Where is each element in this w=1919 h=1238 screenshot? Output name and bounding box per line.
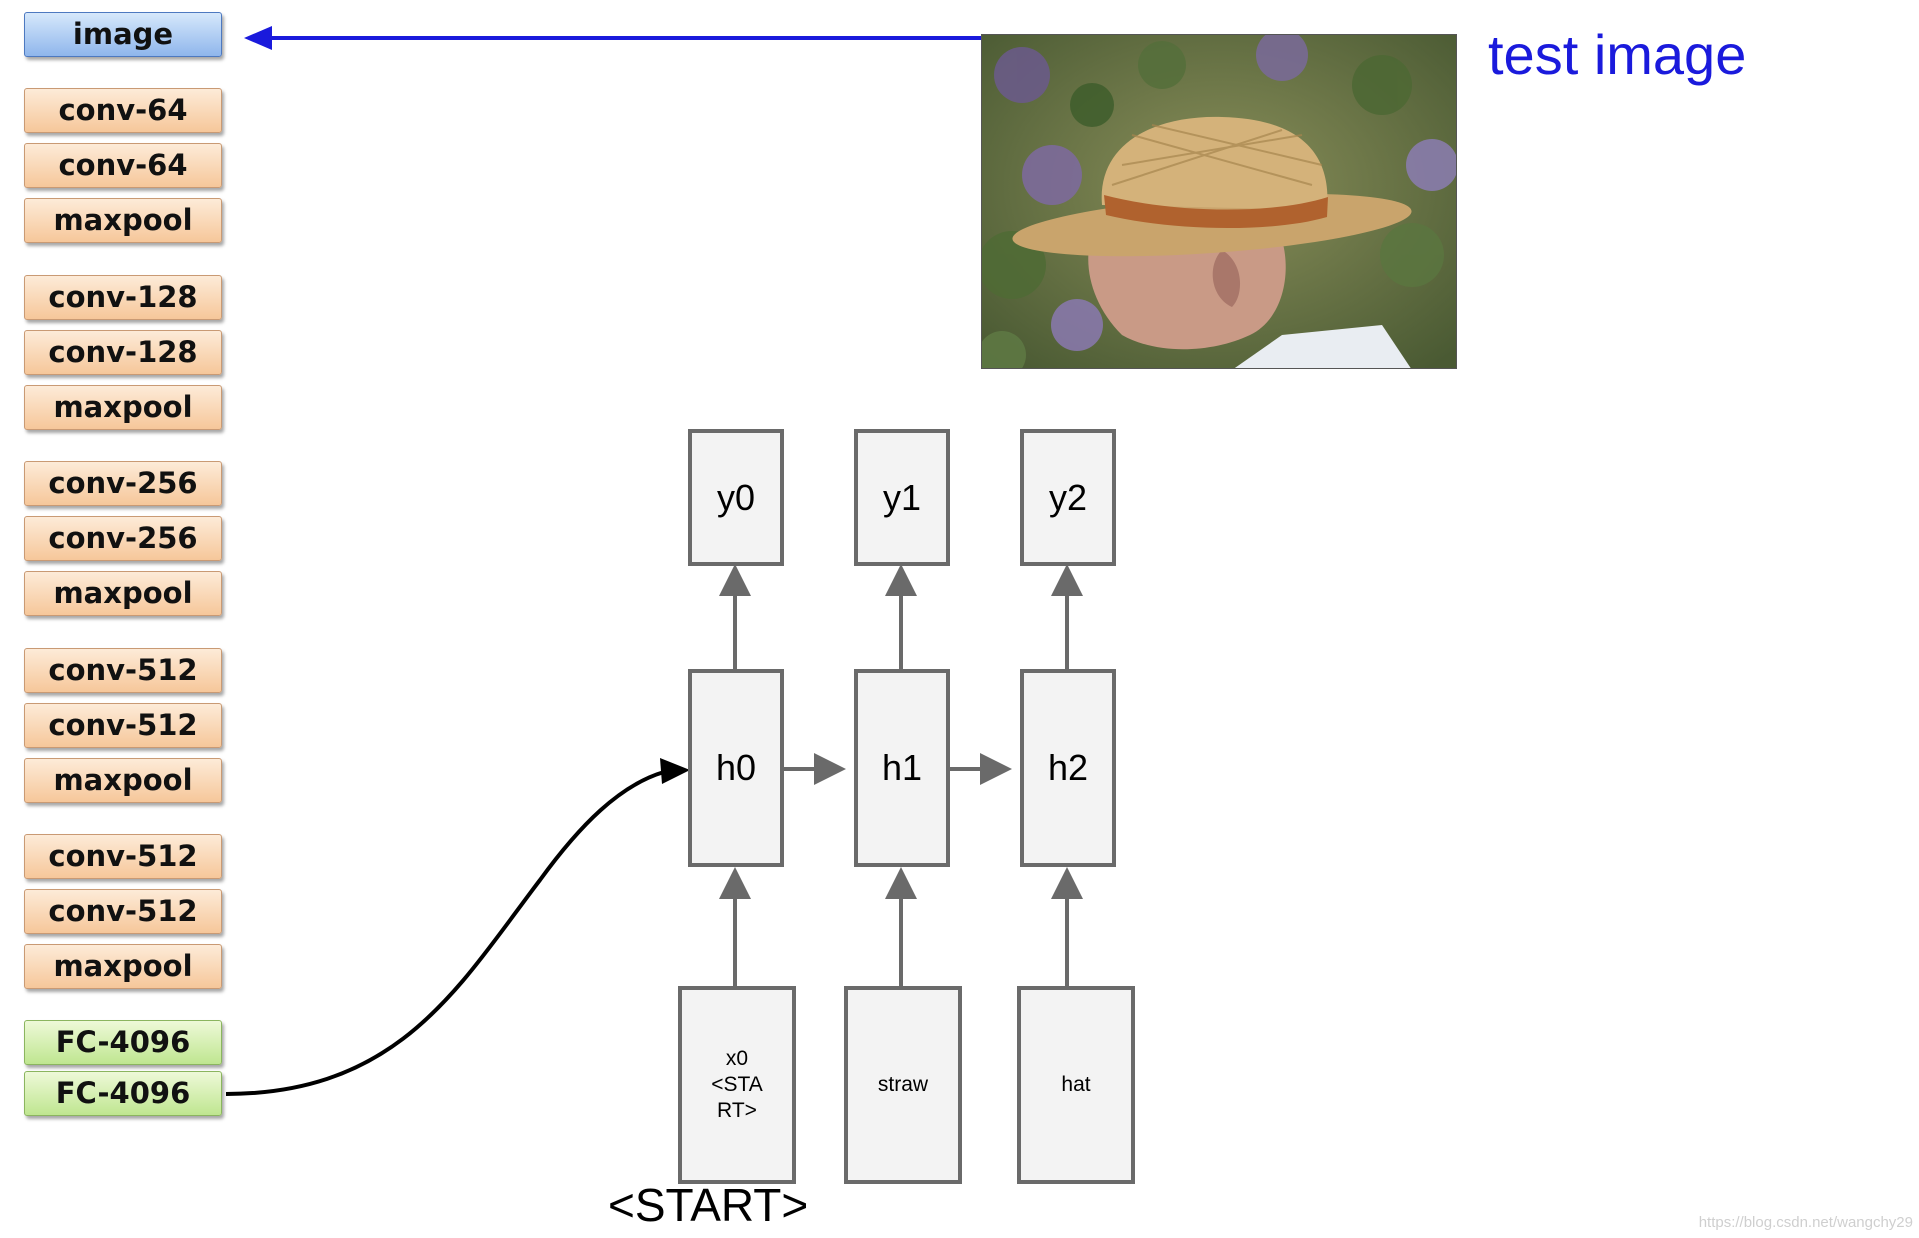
layer-conv-512-b: conv-512: [24, 703, 222, 748]
fc-to-h0-curve: [225, 770, 665, 1096]
layer-conv-64-a: conv-64: [24, 88, 222, 133]
test-image-label: test image: [1488, 23, 1747, 86]
layer-conv-64-b: conv-64: [24, 143, 222, 188]
layer-conv-256-b: conv-256: [24, 516, 222, 561]
layer-maxpool-2: maxpool: [24, 385, 222, 430]
input-node-x0: x0 <STA RT>: [678, 986, 796, 1184]
hidden-node-h1: h1: [854, 669, 950, 867]
layer-maxpool-4: maxpool: [24, 758, 222, 803]
test-image-arrowhead: [244, 26, 272, 50]
layer-conv-512-d: conv-512: [24, 889, 222, 934]
layer-conv-512-a: conv-512: [24, 648, 222, 693]
input-node-straw: straw: [844, 986, 962, 1184]
layer-maxpool-1: maxpool: [24, 198, 222, 243]
layer-conv-128-a: conv-128: [24, 275, 222, 320]
layer-maxpool-3: maxpool: [24, 571, 222, 616]
test-image-photo: [981, 34, 1457, 369]
test-image-drawing: [982, 35, 1456, 368]
layer-conv-512-c: conv-512: [24, 834, 222, 879]
layer-fc-4096-b: FC-4096: [24, 1071, 222, 1116]
layer-fc-4096-a: FC-4096: [24, 1020, 222, 1065]
layer-maxpool-5: maxpool: [24, 944, 222, 989]
hidden-node-h2: h2: [1020, 669, 1116, 867]
start-token-label: <START>: [608, 1179, 809, 1231]
layer-conv-128-b: conv-128: [24, 330, 222, 375]
layer-image: image: [24, 12, 222, 57]
output-node-y0: y0: [688, 429, 784, 566]
hidden-node-h0: h0: [688, 669, 784, 867]
watermark: https://blog.csdn.net/wangchy29: [1698, 1214, 1913, 1231]
input-node-hat: hat: [1017, 986, 1135, 1184]
fc-to-h0-arrowhead: [660, 758, 690, 784]
layer-conv-256-a: conv-256: [24, 461, 222, 506]
input-node-hat-text: hat: [1061, 1073, 1091, 1096]
input-node-x0-text: x0 <STA RT>: [711, 1047, 763, 1122]
input-node-straw-text: straw: [877, 1073, 929, 1096]
output-node-y2: y2: [1020, 429, 1116, 566]
output-node-y1: y1: [854, 429, 950, 566]
